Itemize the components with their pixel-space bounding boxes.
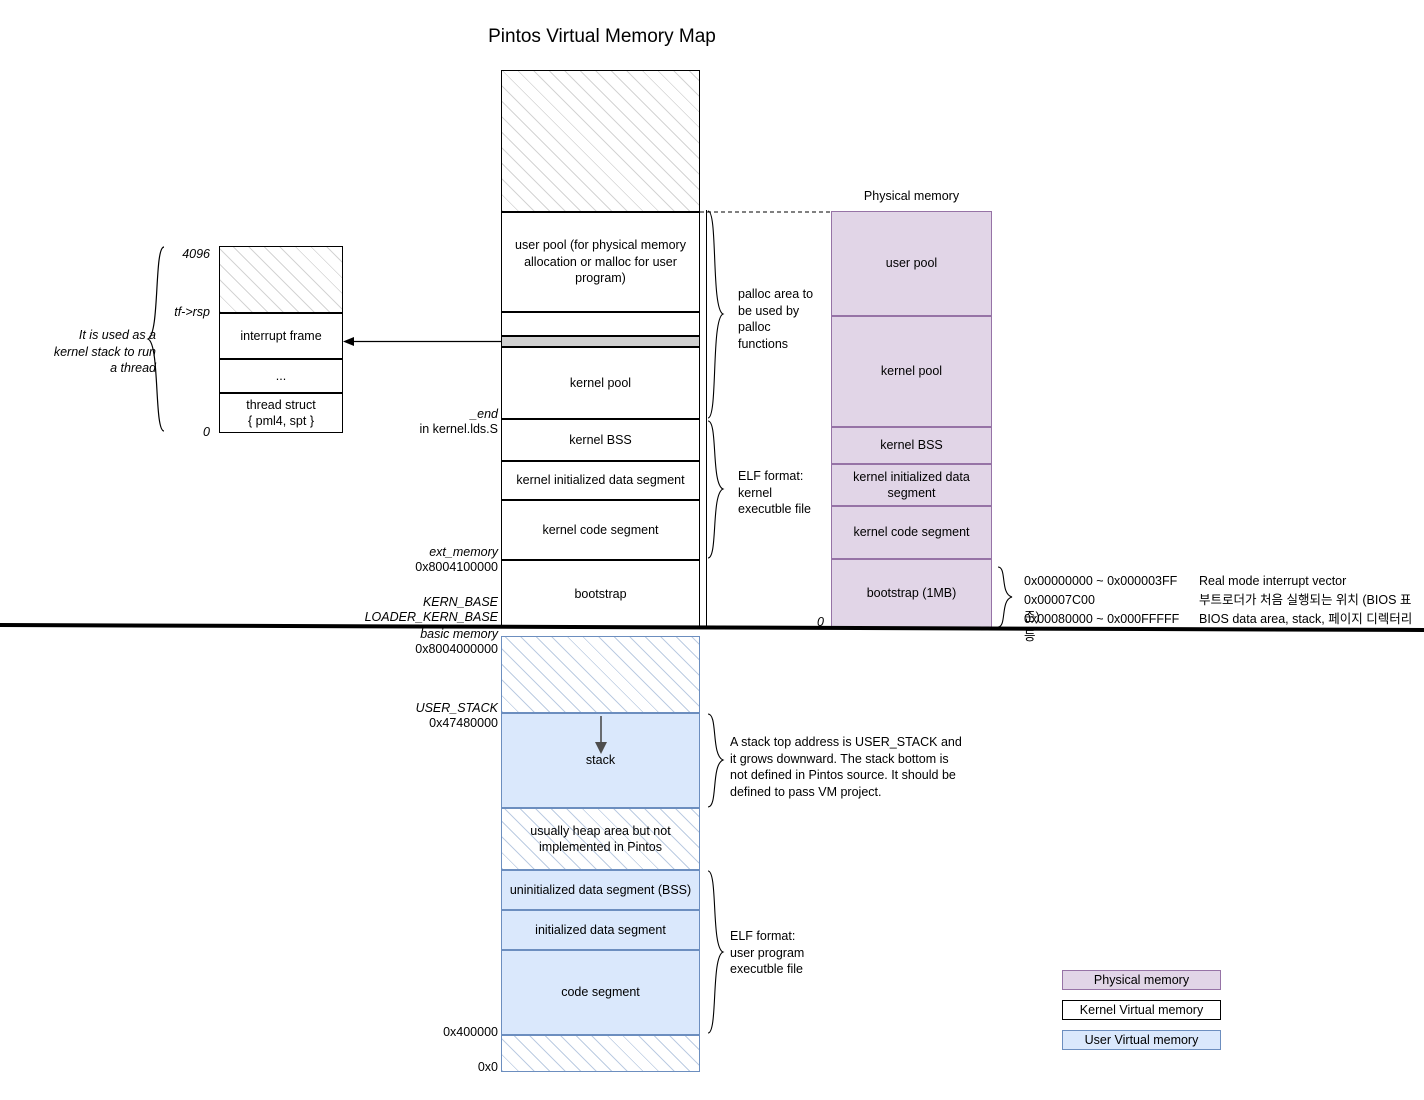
kernel-row-label: kernel BSS [569,432,632,447]
user-label-user-stack: USER_STACK [415,701,498,715]
user-row-heap: usually heap area but not implemented in… [501,808,700,870]
thread-stack-top-label: 4096 [182,247,210,261]
user-row-label: code segment [561,985,640,1000]
kernel-row-label: user pool (for physical memory allocatio… [515,238,686,286]
physical-mapping-dashed-line [700,211,830,213]
physical-row-kernel-init-data: kernel initialized data segment [831,464,992,506]
user-label-zero-addr: 0x0 [477,1060,498,1074]
kernel-label-end: _end [470,407,498,421]
kernel-label-end-file: in kernel.lds.S [419,422,498,436]
physical-row-label: kernel code segment [853,525,970,540]
palloc-brace [707,210,725,419]
physical-zero-label: 0 [817,615,824,629]
bios-note-row: 0x00000000 ~ 0x000003FF Real mode interru… [1024,573,1424,590]
palloc-brace-label: palloc area to be used by palloc functio… [738,287,814,351]
kernel-label-ext-memory-addr: 0x8004100000 [415,560,498,574]
bios-notes-brace [997,566,1013,628]
kernel-row-gap [501,312,700,336]
kernel-row-label: kernel code segment [542,522,659,537]
user-label-user-stack-addr: 0x47480000 [429,716,498,730]
kernel-label-kern-base: KERN_BASE [422,595,498,609]
user-row-unused-top [501,636,700,713]
bios-note-range: 0x00080000 ~ 0x000FFFFF [1024,612,1180,626]
bios-note-range: 0x00007C00 [1024,593,1095,607]
physical-row-user-pool: user pool [831,211,992,316]
bios-note-desc: 부트로더가 처음 실행되는 위치 (BIOS 표준) [1024,593,1412,624]
bios-note-desc: BIOS data area, stack, 페이지 디렉터리 등 [1024,612,1413,643]
kernel-row-label: bootstrap [574,586,627,601]
user-row-label: usually heap area but not implemented in… [530,823,671,855]
kernel-elf-brace-label: ELF format: kernel executble file [738,469,811,516]
kernel-label-basic-memory: basic memory [420,627,498,641]
user-label-code-base-addr: 0x400000 [443,1025,498,1039]
kernel-row-kernel-init-data: kernel initialized data segment [501,461,700,500]
physical-row-label: kernel initialized data segment [853,469,970,501]
thread-stack-free-row [219,246,343,313]
thread-stack-note: It is used as a kernel stack to run a th… [53,328,156,375]
physical-row-bootstrap: bootstrap (1MB) [831,559,992,628]
kernel-row-kernel-bss: kernel BSS [501,419,700,461]
kernel-row-user-pool: user pool (for physical memory allocatio… [501,212,700,312]
user-stack-brace [707,713,725,808]
kernel-stack-pointer-arrow [343,337,501,346]
kernel-physical-connector [706,210,707,628]
physical-row-kernel-pool: kernel pool [831,316,992,427]
legend-item-physical: Physical memory [1062,970,1221,990]
kernel-row-bootstrap: bootstrap [501,560,700,628]
physical-row-kernel-code: kernel code segment [831,506,992,559]
physical-row-label: bootstrap (1MB) [866,586,957,601]
legend-item-user: User Virtual memory [1062,1030,1221,1050]
user-elf-brace-label: ELF format: user program executble file [730,929,805,976]
kernel-row-label: kernel pool [569,375,632,390]
kernel-label-loader-kern-base: LOADER_KERN_BASE [364,610,498,624]
legend-label: Kernel Virtual memory [1079,1002,1204,1017]
bios-note-range: 0x00000000 ~ 0x000003FF [1024,574,1178,588]
thread-stack-bottom-label: 0 [203,425,210,439]
thread-stack-row-interrupt-frame: interrupt frame [219,313,343,359]
physical-row-label: kernel pool [880,364,943,379]
thread-stack-row-label: thread struct { pml4, spt } [246,397,316,429]
user-row-code: code segment [501,950,700,1035]
user-row-unused-bottom [501,1035,700,1072]
stack-growth-arrow [595,716,607,754]
legend-label: Physical memory [1093,972,1190,987]
kernel-row-label: kernel initialized data segment [516,473,685,488]
user-stack-brace-label: A stack top address is USER_STACK and it… [730,735,962,799]
user-row-label: stack [585,753,616,768]
physical-row-kernel-bss: kernel BSS [831,427,992,464]
legend-label: User Virtual memory [1084,1032,1199,1047]
kernel-row-kernel-code: kernel code segment [501,500,700,560]
kernel-label-ext-memory: ext_memory [429,545,498,559]
user-row-label: uninitialized data segment (BSS) [509,882,692,897]
physical-row-label: kernel BSS [880,438,943,453]
thread-stack-rsp-label: tf->rsp [174,305,210,319]
thread-stack-row-thread-struct: thread struct { pml4, spt } [219,393,343,433]
thread-stack-brace [146,246,165,432]
kernel-label-basic-memory-addr: 0x8004000000 [415,642,498,656]
legend-item-kernel: Kernel Virtual memory [1062,1000,1221,1020]
kernel-row-kernel-pool: kernel pool [501,347,700,419]
user-elf-brace [707,870,725,1034]
user-row-label: initialized data segment [535,922,666,937]
user-row-bss: uninitialized data segment (BSS) [501,870,700,910]
user-row-init-data: initialized data segment [501,910,700,950]
thread-stack-row-ellipsis: ... [219,359,343,393]
physical-memory-header: Physical memory [863,189,960,203]
physical-row-label: user pool [885,256,938,271]
kernel-user-divider [0,623,1424,632]
page-title: Pintos Virtual Memory Map [488,26,716,47]
bios-note-desc: Real mode interrupt vector [1199,574,1347,588]
thread-stack-row-label: ... [275,368,287,383]
kernel-elf-brace [707,420,725,559]
thread-stack-row-label: interrupt frame [240,328,322,343]
kernel-row-thread-stack-band [501,336,700,347]
kernel-row-unused-top [501,70,700,212]
